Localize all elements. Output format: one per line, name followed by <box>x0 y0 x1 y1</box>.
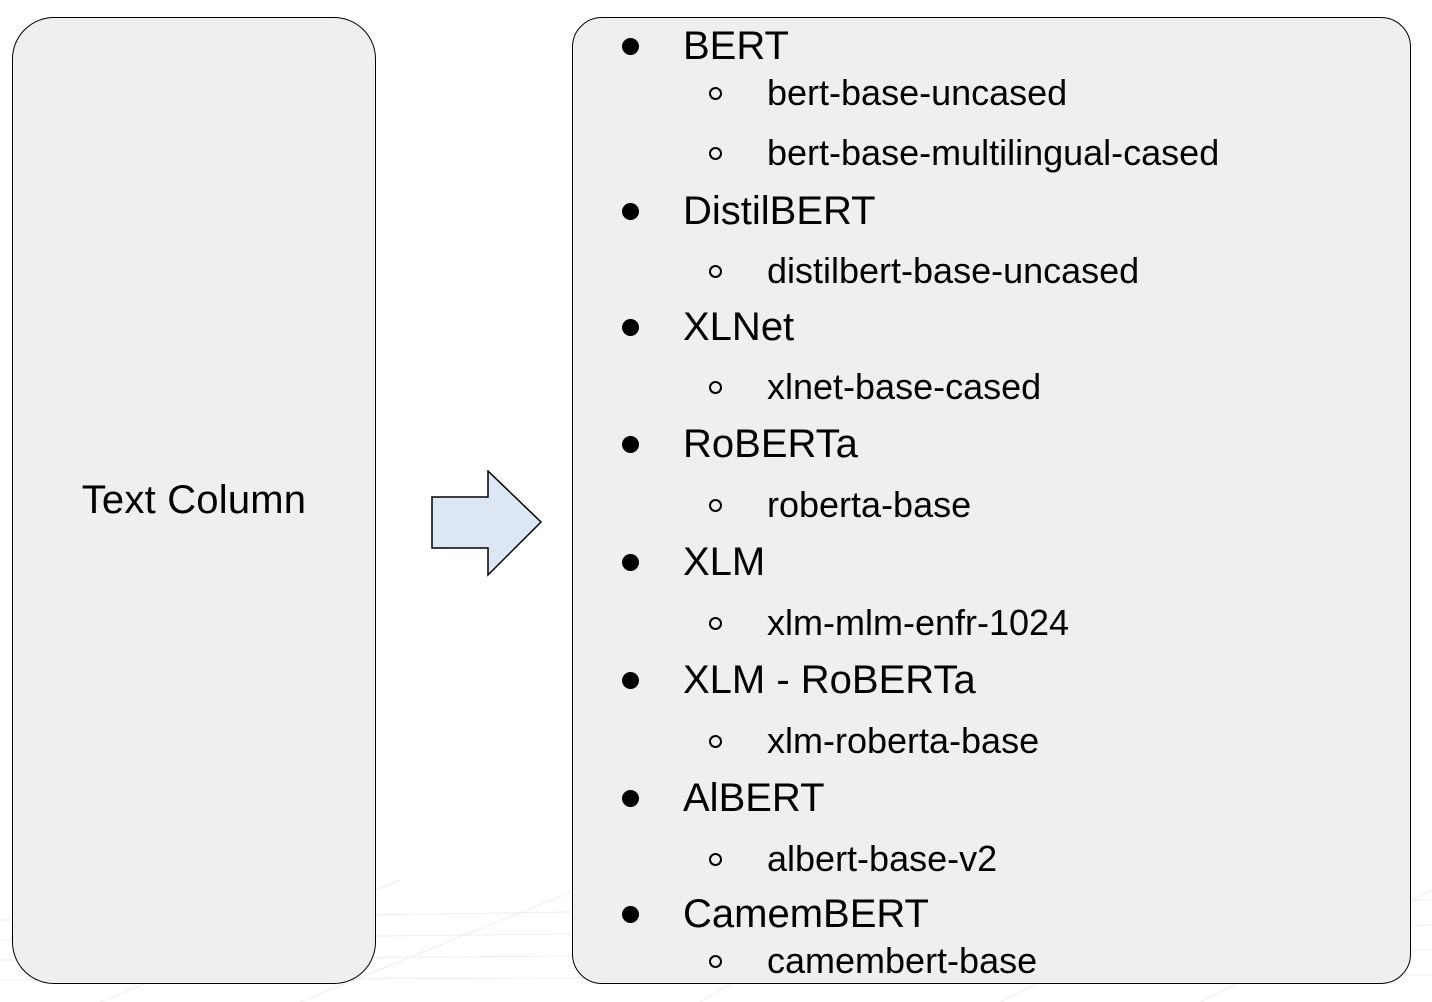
model-variant-name: albert-base-v2 <box>767 838 998 879</box>
hollow-circle-icon <box>709 86 722 100</box>
model-name: DistilBERT <box>683 189 876 233</box>
hollow-circle-icon <box>709 380 722 394</box>
model-name: RoBERTa <box>683 422 858 466</box>
model-variant-name: xlnet-base-cased <box>767 366 1042 407</box>
model-variant-name: xlm-roberta-base <box>767 720 1040 761</box>
hollow-circle-icon <box>709 264 722 278</box>
filled-circle-icon <box>622 318 639 336</box>
hollow-circle-icon <box>709 146 722 160</box>
filled-circle-icon <box>622 435 639 453</box>
filled-circle-icon <box>622 37 639 55</box>
model-name: BERT <box>683 24 789 68</box>
hollow-circle-icon <box>709 616 722 630</box>
text-column-label: Text Column <box>81 477 307 522</box>
model-variant-name: xlm-mlm-enfr-1024 <box>767 602 1070 643</box>
right-arrow-icon <box>431 470 543 577</box>
model-variant-name: roberta-base <box>767 484 972 525</box>
model-variant-name: bert-base-multilingual-cased <box>767 132 1220 173</box>
arrow-shape <box>431 470 543 577</box>
model-variant-name: camembert-base <box>767 940 1038 981</box>
filled-circle-icon <box>622 671 639 689</box>
model-name: XLNet <box>683 305 795 349</box>
hollow-circle-icon <box>709 852 722 866</box>
hollow-circle-icon <box>709 498 722 512</box>
model-variant-name: bert-base-uncased <box>767 72 1068 113</box>
text-column-box: Text Column <box>12 17 376 984</box>
filled-circle-icon <box>622 553 639 571</box>
model-name: XLM <box>683 540 766 584</box>
hollow-circle-icon <box>709 734 722 748</box>
model-variant-name: distilbert-base-uncased <box>767 250 1140 291</box>
filled-circle-icon <box>622 905 639 923</box>
model-name: CamemBERT <box>683 892 929 936</box>
model-name: XLM - RoBERTa <box>683 658 976 702</box>
model-name: AlBERT <box>683 776 825 820</box>
hollow-circle-icon <box>709 954 722 968</box>
filled-circle-icon <box>622 202 639 220</box>
filled-circle-icon <box>622 789 639 807</box>
